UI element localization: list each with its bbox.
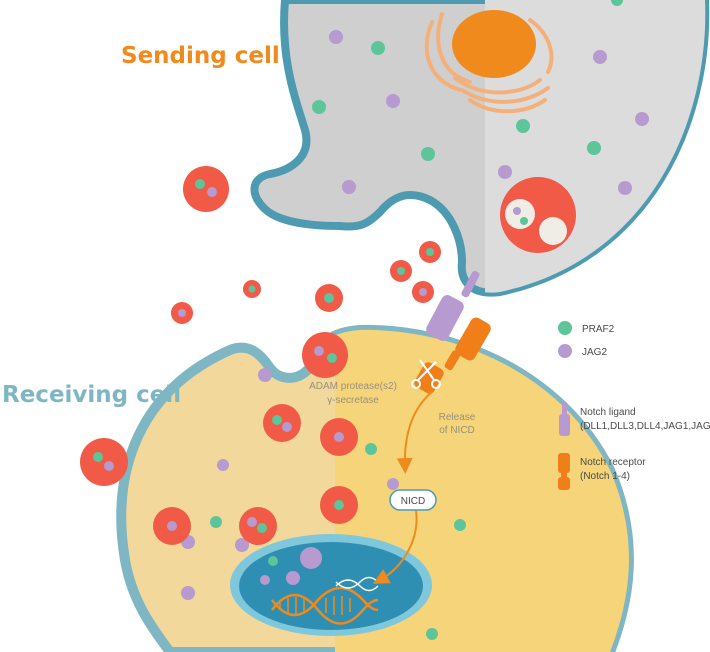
exosome bbox=[171, 302, 193, 324]
exosome bbox=[412, 281, 434, 303]
svg-text:NICD: NICD bbox=[401, 496, 425, 507]
legend-ligand-label: Notch ligand bbox=[580, 407, 636, 418]
legend: PRAF2 JAG2 Notch ligand (DLL1,DLL3,DLL4,… bbox=[558, 321, 710, 490]
receiving-cell bbox=[116, 324, 634, 652]
exosome bbox=[315, 284, 343, 312]
sending-cell-title: Sending cell bbox=[121, 43, 280, 69]
dna-icon bbox=[271, 586, 379, 625]
sending-cell-molecules bbox=[312, 0, 649, 195]
release-label-2: of NICD bbox=[439, 425, 475, 436]
notch-receptor bbox=[414, 317, 491, 394]
notch-ligand bbox=[426, 270, 480, 341]
legend-jag2-label: JAG2 bbox=[582, 347, 607, 358]
legend-ligand-icon bbox=[559, 402, 570, 436]
receiving-cell-title: Receiving cell bbox=[2, 382, 181, 408]
sending-nucleus bbox=[452, 10, 536, 78]
golgi-apparatus bbox=[424, 12, 554, 114]
exosome bbox=[243, 280, 261, 298]
exosome bbox=[320, 418, 358, 456]
dna-small-icon bbox=[335, 576, 379, 592]
release-label: Release bbox=[439, 412, 476, 423]
exosomes bbox=[80, 166, 441, 545]
exosome bbox=[419, 241, 441, 263]
legend-receptor-icon bbox=[558, 453, 570, 490]
gamma-secretase-label: γ-secretase bbox=[327, 395, 379, 406]
adam-protease-label: ADAM protease(s2) bbox=[309, 381, 397, 392]
translocation-arrow bbox=[372, 509, 418, 584]
exosome bbox=[183, 166, 229, 212]
exosome bbox=[153, 507, 191, 545]
nicd-badge: NICD bbox=[389, 489, 437, 511]
sending-cell bbox=[250, 0, 710, 297]
legend-receptor-label: Notch receptor bbox=[580, 457, 646, 468]
multivesicular-body bbox=[500, 177, 576, 253]
exosome bbox=[320, 486, 358, 524]
receiving-nucleus bbox=[230, 534, 432, 636]
exosome bbox=[80, 438, 128, 486]
legend-ligand-desc: (DLL1,DLL3,DLL4,JAG1,JAG2) bbox=[580, 421, 710, 432]
legend-praf2-swatch bbox=[558, 321, 572, 335]
release-arrow bbox=[396, 391, 433, 474]
legend-receptor-desc: (Notch 1-4) bbox=[580, 471, 630, 482]
exosome bbox=[263, 404, 301, 442]
scissors-icon bbox=[411, 359, 441, 389]
exosome bbox=[239, 507, 277, 545]
exosome bbox=[390, 260, 412, 282]
legend-praf2-label: PRAF2 bbox=[582, 324, 615, 335]
exosome bbox=[302, 332, 348, 378]
legend-jag2-swatch bbox=[558, 344, 572, 358]
